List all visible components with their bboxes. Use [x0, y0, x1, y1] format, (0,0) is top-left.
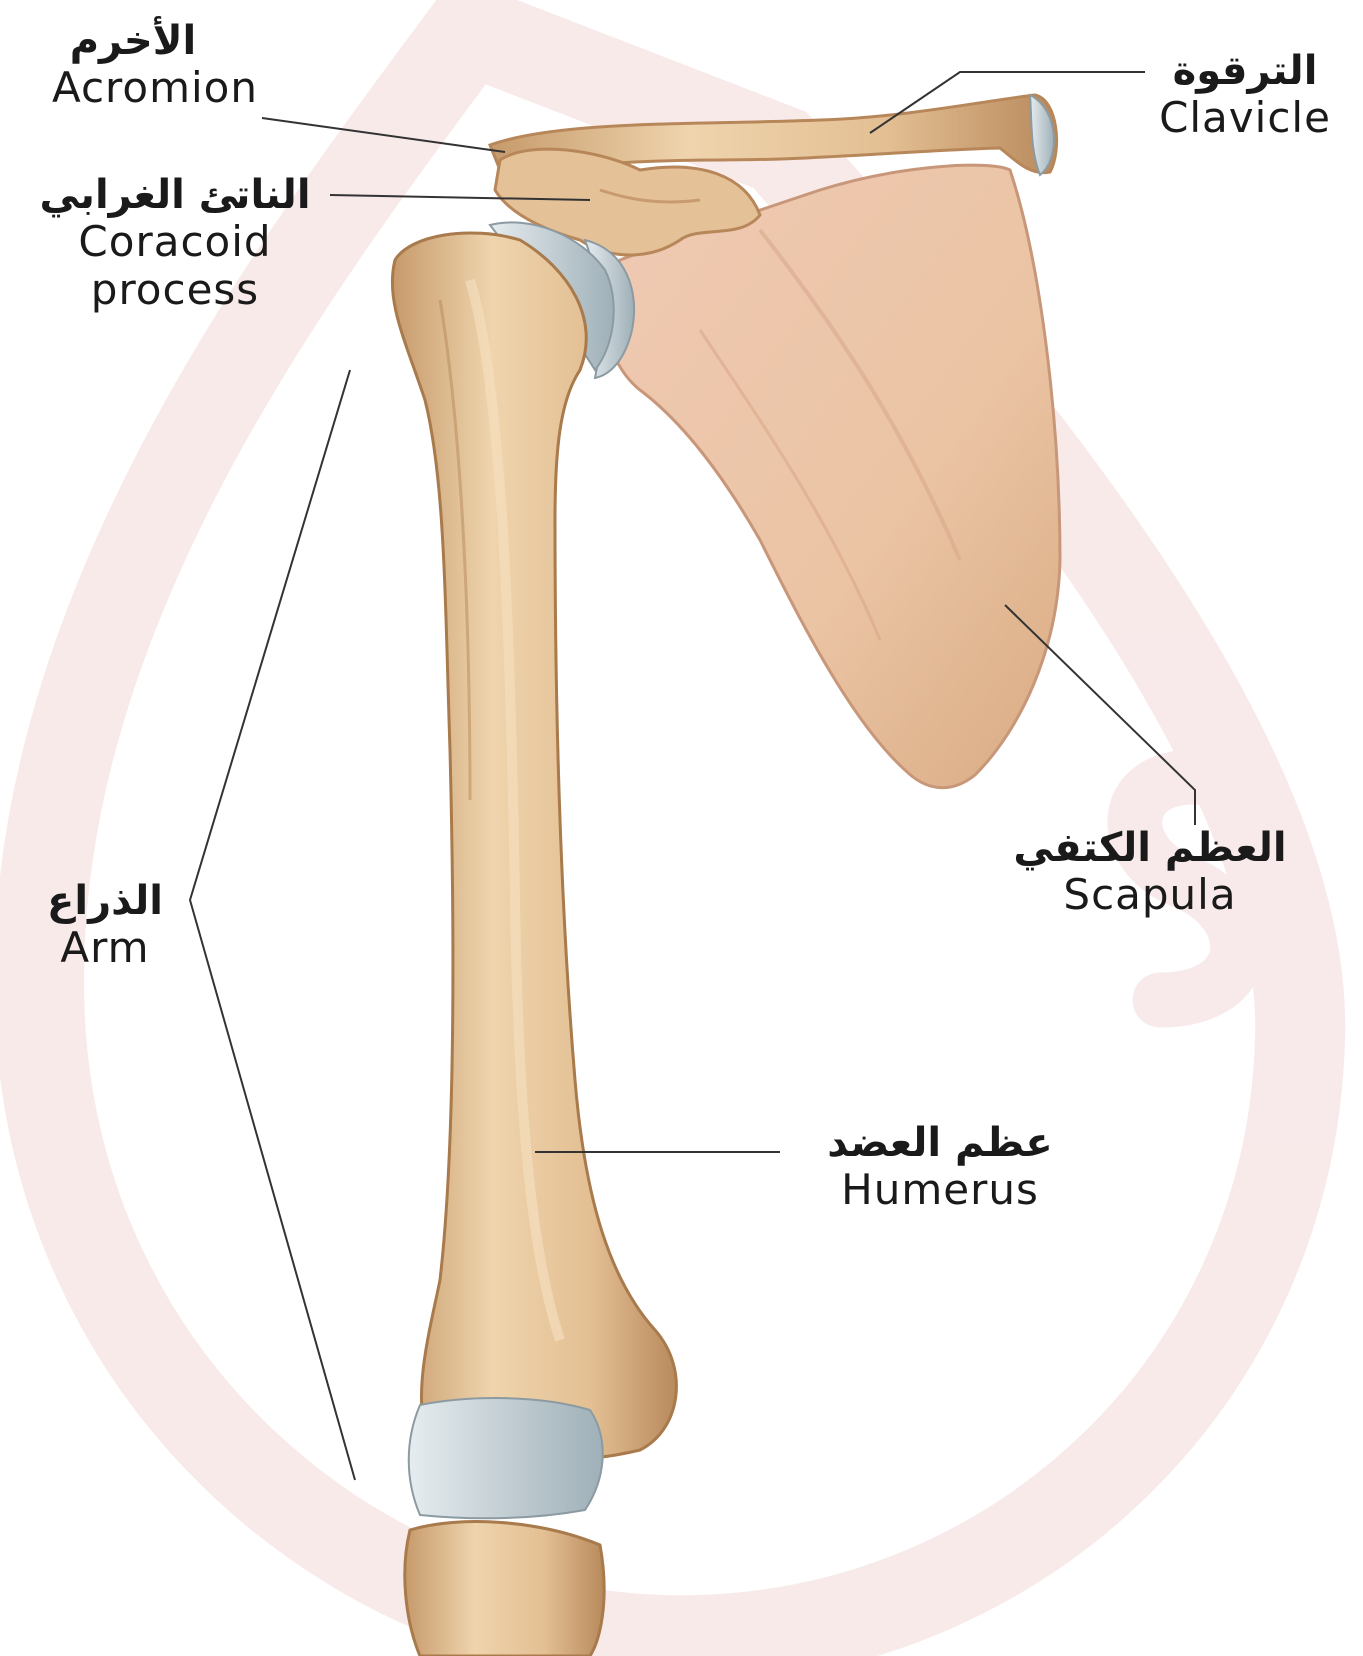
arm-label: الذراع Arm — [30, 878, 180, 972]
scapula-label: العظم الكتفي Scapula — [985, 825, 1315, 919]
scapula-label-ar: العظم الكتفي — [985, 825, 1315, 871]
clavicle-label-ar: الترقوة — [1140, 48, 1350, 94]
arm-label-en: Arm — [30, 924, 180, 972]
scapula-bone — [604, 165, 1060, 788]
humerus-bone — [392, 233, 676, 1460]
arm-label-ar: الذراع — [30, 878, 180, 924]
coracoid-label-ar: الناتئ الغرابي — [25, 172, 325, 218]
coracoid-label: الناتئ الغرابي Coracoid process — [25, 172, 325, 315]
forearm-bones — [405, 1522, 604, 1656]
acromion-label-en: Acromion — [8, 64, 258, 112]
coracoid-label-en-line2: process — [25, 266, 325, 314]
elbow-cartilage — [409, 1398, 603, 1518]
clavicle-label: الترقوة Clavicle — [1140, 48, 1350, 142]
scapula-label-en: Scapula — [985, 871, 1315, 919]
coracoid-label-en-line1: Coracoid — [25, 218, 325, 266]
humerus-label-en: Humerus — [795, 1166, 1085, 1214]
clavicle-label-en: Clavicle — [1140, 94, 1350, 142]
acromion-label: الأخرم Acromion — [8, 18, 258, 112]
humerus-label: عظم العضد Humerus — [795, 1120, 1085, 1214]
humerus-label-ar: عظم العضد — [795, 1120, 1085, 1166]
acromion-label-ar: الأخرم — [8, 18, 258, 64]
arm-bracket-line — [190, 370, 355, 1480]
